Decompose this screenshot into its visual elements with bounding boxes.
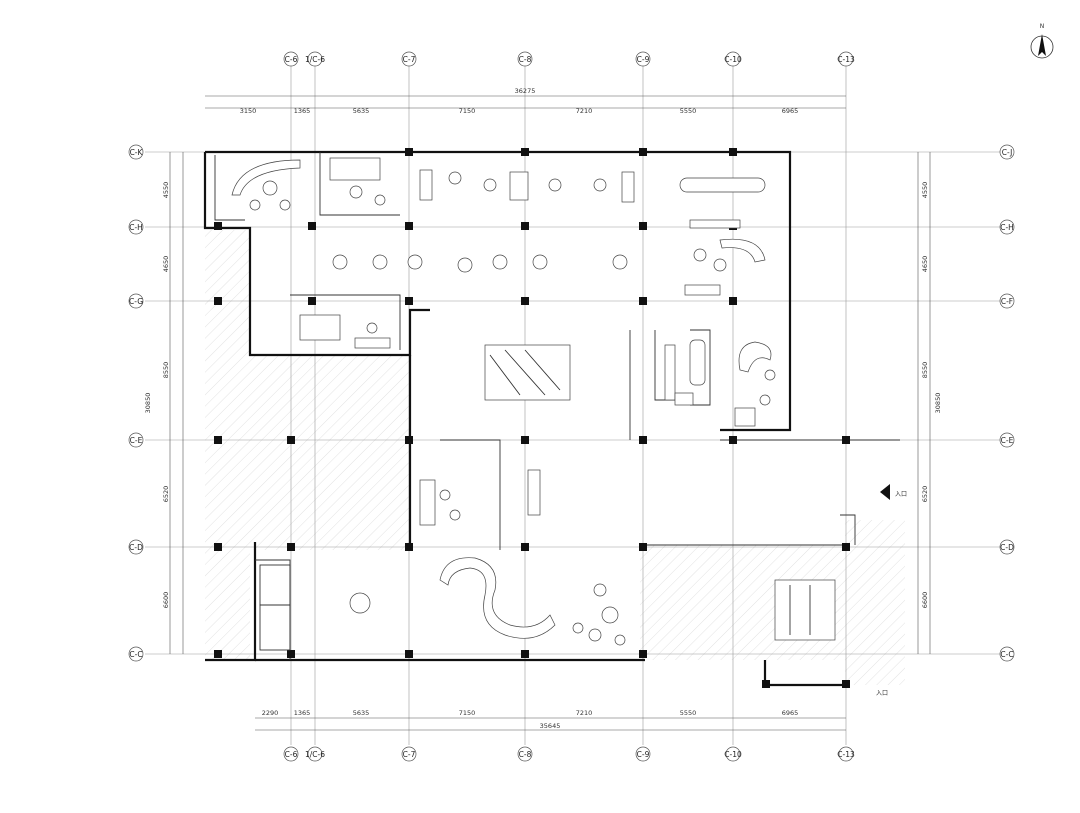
dim-bottom: 6965 <box>782 709 799 717</box>
dim-right-total: 30850 <box>934 393 942 414</box>
svg-text:C-13: C-13 <box>837 55 855 64</box>
dims-bottom: 2290 1365 5635 7150 7210 5550 6965 35645 <box>262 709 799 730</box>
svg-text:N: N <box>1040 23 1045 30</box>
svg-text:C-D: C-D <box>1000 543 1014 552</box>
svg-text:C-E: C-E <box>1001 436 1014 445</box>
dim-bottom: 5635 <box>353 709 370 717</box>
svg-text:C-E: C-E <box>130 436 143 445</box>
dim-bottom: 2290 <box>262 709 279 717</box>
axis-bubble-top: 1/C-6 <box>305 51 325 67</box>
axis-bubble-right: C-D <box>999 539 1015 555</box>
svg-text:C-6: C-6 <box>285 55 298 64</box>
axis-bubble-top: C-6 <box>283 51 299 67</box>
svg-text:C-7: C-7 <box>403 750 416 759</box>
axis-bubble-bottom: 1/C-6 <box>305 746 325 762</box>
dim-top: 5550 <box>680 107 697 115</box>
dim-left: 4550 <box>162 182 170 199</box>
axis-bubble-right: C-E <box>999 432 1015 448</box>
axes-left: C-K C-H C-G C-E C-D C-C <box>128 144 144 662</box>
dims-top: 36275 3150 1365 5635 7150 7210 5550 6965 <box>240 87 799 115</box>
dims-right: 4550 4650 8550 6520 6600 30850 <box>921 182 942 609</box>
axis-bubble-left: C-K <box>128 144 144 160</box>
dim-left: 6520 <box>162 486 170 503</box>
dim-top-total: 36275 <box>515 87 536 95</box>
axes-top: C-6 1/C-6 C-7 C-8 C-9 C-10 C-13 <box>283 51 855 67</box>
dim-bottom: 7150 <box>459 709 476 717</box>
dim-top: 5635 <box>353 107 370 115</box>
dim-bottom: 5550 <box>680 709 697 717</box>
axis-bubble-bottom: C-9 <box>635 746 651 762</box>
axis-bubble-left: C-C <box>128 646 144 662</box>
svg-text:C-H: C-H <box>129 223 143 232</box>
svg-text:C-D: C-D <box>129 543 143 552</box>
dim-bottom-total: 35645 <box>540 722 561 730</box>
svg-text:C-7: C-7 <box>403 55 416 64</box>
axis-bubble-top: C-7 <box>401 51 417 67</box>
axis-bubble-top: C-13 <box>837 51 855 67</box>
svg-text:C-6: C-6 <box>285 750 298 759</box>
entrance-label-bottom: 入口 <box>876 690 888 697</box>
axis-bubble-left: C-E <box>128 432 144 448</box>
svg-text:1/C-6: 1/C-6 <box>305 55 325 64</box>
entrance-label: 入口 <box>895 491 907 498</box>
svg-text:C-8: C-8 <box>519 55 532 64</box>
axes-right: C-J C-H C-F C-E C-D C-C <box>999 144 1015 662</box>
svg-text:C-8: C-8 <box>519 750 532 759</box>
dim-top: 7210 <box>576 107 593 115</box>
svg-text:C-13: C-13 <box>837 750 855 759</box>
dim-right: 8550 <box>921 362 929 379</box>
dim-top: 1365 <box>294 107 311 115</box>
svg-text:C-K: C-K <box>130 148 144 157</box>
dim-left: 4650 <box>162 256 170 273</box>
axis-bubble-bottom: C-7 <box>401 746 417 762</box>
dims-left: 4550 4650 8550 6520 6600 30850 <box>144 182 170 609</box>
svg-text:C-H: C-H <box>1000 223 1014 232</box>
svg-text:C-10: C-10 <box>724 55 742 64</box>
svg-text:C-C: C-C <box>129 650 142 659</box>
dim-left: 8550 <box>162 362 170 379</box>
dim-left: 6600 <box>162 592 170 609</box>
columns <box>214 148 850 688</box>
dim-bottom: 1365 <box>294 709 311 717</box>
dim-top: 6965 <box>782 107 799 115</box>
dim-right: 6520 <box>921 486 929 503</box>
axis-bubble-bottom: C-10 <box>724 746 742 762</box>
axis-bubble-left: C-D <box>128 539 144 555</box>
axis-bubble-top: C-10 <box>724 51 742 67</box>
dim-top: 3150 <box>240 107 257 115</box>
dim-left-total: 30850 <box>144 393 152 414</box>
axis-bubble-right: C-F <box>999 293 1015 309</box>
furniture <box>231 157 890 651</box>
dim-top: 7150 <box>459 107 476 115</box>
svg-text:C-10: C-10 <box>724 750 742 759</box>
axis-bubble-bottom: C-8 <box>517 746 533 762</box>
axis-bubble-right: C-H <box>999 219 1015 235</box>
axes-bottom: C-6 1/C-6 C-7 C-8 C-9 C-10 C-13 <box>283 746 855 762</box>
dim-right: 4650 <box>921 256 929 273</box>
axis-bubble-left: C-H <box>128 219 144 235</box>
svg-text:C-9: C-9 <box>637 750 650 759</box>
dimension-lines <box>169 95 931 731</box>
svg-text:C-J: C-J <box>1002 148 1013 157</box>
axis-bubble-top: C-9 <box>635 51 651 67</box>
axis-bubble-right: C-J <box>999 144 1015 160</box>
svg-text:C-F: C-F <box>1001 297 1013 306</box>
dim-right: 6600 <box>921 592 929 609</box>
axis-bubble-left: C-G <box>128 293 144 309</box>
axis-bubble-top: C-8 <box>517 51 533 67</box>
svg-text:C-9: C-9 <box>637 55 650 64</box>
svg-text:C-C: C-C <box>1000 650 1013 659</box>
axis-bubble-bottom: C-6 <box>283 746 299 762</box>
axis-bubble-bottom: C-13 <box>837 746 855 762</box>
north-arrow-icon: N <box>1030 23 1054 59</box>
svg-text:C-G: C-G <box>129 297 143 306</box>
dim-bottom: 7210 <box>576 709 593 717</box>
svg-text:1/C-6: 1/C-6 <box>305 750 325 759</box>
dim-right: 4550 <box>921 182 929 199</box>
axis-bubble-right: C-C <box>999 646 1015 662</box>
